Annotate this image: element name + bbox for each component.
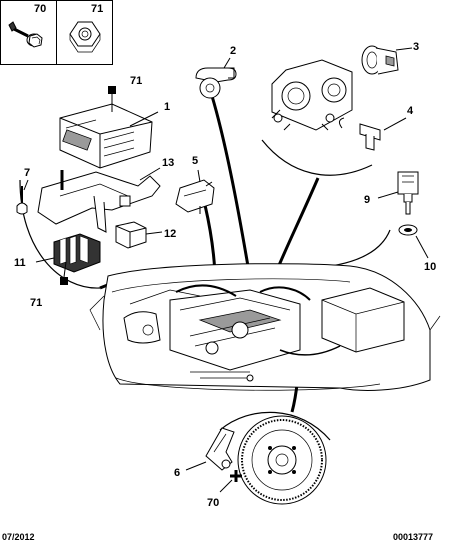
legend-number-71: 71 xyxy=(91,3,103,15)
callout-7: 7 xyxy=(24,167,30,179)
callout-71-top: 71 xyxy=(130,75,142,87)
throttle-position-sensor xyxy=(361,45,399,75)
engine-bay-illustration xyxy=(89,263,441,391)
hex-nut-icon xyxy=(69,21,101,53)
sensor-part-5 xyxy=(175,179,215,214)
footer-reference: 00013777 xyxy=(393,532,433,542)
fastener-legend-box: 70 71 xyxy=(0,0,113,65)
temperature-sensor-4 xyxy=(338,117,381,151)
legend-number-70: 70 xyxy=(34,3,46,15)
callout-2: 2 xyxy=(230,45,236,57)
seal-washer-10 xyxy=(398,224,418,236)
relay-part-11 xyxy=(53,233,101,273)
footer-date: 07/2012 xyxy=(2,532,35,542)
throttle-body xyxy=(271,59,353,131)
callout-70: 70 xyxy=(207,497,219,509)
callout-1: 1 xyxy=(164,101,170,113)
nut-marker-71-top xyxy=(108,86,116,94)
callout-4: 4 xyxy=(407,105,414,117)
callout-5: 5 xyxy=(192,155,198,167)
callout-13: 13 xyxy=(162,157,174,169)
relay-part-12 xyxy=(115,221,147,249)
screw-part-7 xyxy=(16,186,28,215)
ecu-module xyxy=(59,103,153,169)
coolant-sensor-9 xyxy=(397,171,419,215)
crankshaft-sensor-6 xyxy=(205,427,235,471)
nut-marker-71-bottom xyxy=(60,277,68,285)
callout-12: 12 xyxy=(164,228,176,240)
callout-71-bottom: 71 xyxy=(30,297,42,309)
flywheel xyxy=(237,415,327,505)
knock-sensor xyxy=(195,67,237,99)
screw-marker-70 xyxy=(230,470,242,482)
callout-6: 6 xyxy=(174,467,180,479)
callout-10: 10 xyxy=(424,261,436,273)
screw-icon xyxy=(8,21,43,48)
callout-3: 3 xyxy=(413,41,419,53)
ecu-bracket xyxy=(37,170,161,233)
callout-11: 11 xyxy=(14,257,26,269)
callout-9: 9 xyxy=(364,194,370,206)
